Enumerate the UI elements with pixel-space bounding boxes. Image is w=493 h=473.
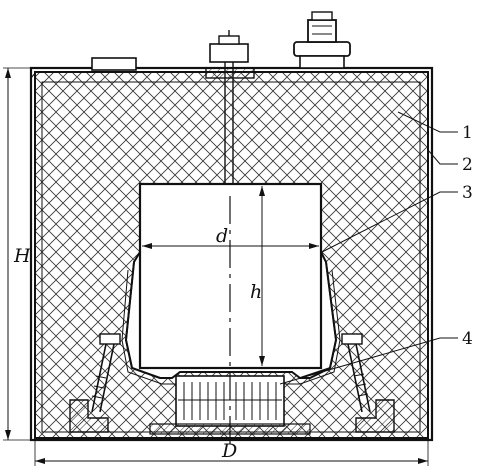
callout-1: 1 <box>462 123 473 143</box>
label-D: D <box>221 440 237 462</box>
top-cap-left <box>91 57 137 71</box>
callout-leaders <box>279 111 458 385</box>
right-bolt <box>341 333 371 413</box>
left-bolt <box>91 333 121 413</box>
label-d: d <box>216 225 228 247</box>
callout-3: 3 <box>462 183 473 203</box>
dimension-d <box>142 243 319 249</box>
inner-chamber <box>121 182 341 385</box>
thermocouple-fitting <box>205 30 255 190</box>
label-h: h <box>250 281 262 303</box>
callout-2: 2 <box>462 155 473 175</box>
dimension-H <box>3 67 31 441</box>
dimension-h <box>259 186 265 366</box>
top-nut-fitting <box>293 11 351 69</box>
dimension-D <box>34 440 429 466</box>
label-H: H <box>13 245 31 267</box>
callout-4: 4 <box>462 329 473 349</box>
